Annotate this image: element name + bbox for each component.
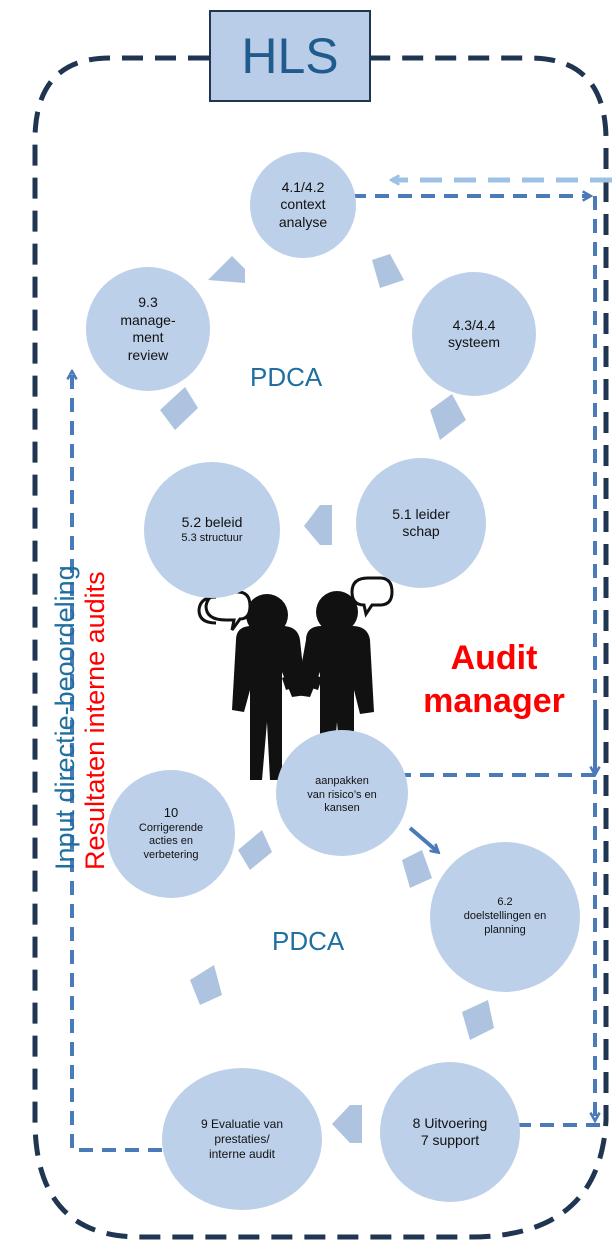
- node-context-analyse: 4.1/4.2 context analyse: [250, 152, 356, 258]
- cycle-arrow: [238, 830, 272, 870]
- cycle-arrow: [160, 387, 198, 430]
- node-line: doelstellingen en: [463, 910, 547, 923]
- cycle-arrow: [402, 850, 432, 888]
- pdca-label-bottom: PDCA: [272, 926, 345, 956]
- node-line: kansen: [324, 802, 360, 815]
- flow-left-loop: [72, 372, 162, 1152]
- two-people-talking-icon: [197, 576, 394, 780]
- node-line: 10: [163, 805, 179, 821]
- flow-risico-down: [408, 826, 438, 852]
- node-uitvoering: 8 Uitvoering 7 support: [380, 1062, 520, 1202]
- node-line: 5.3 structuur: [181, 531, 243, 544]
- node-line: 9 Evaluatie van: [200, 1116, 284, 1131]
- node-line: manage-: [120, 311, 176, 328]
- node-line: 4.1/4.2: [281, 178, 325, 195]
- side-label-input: Input directie-beoordeling: [50, 565, 80, 870]
- audit-line: Audit: [450, 639, 538, 677]
- node-line: acties en: [148, 835, 194, 848]
- node-management-review: 9.3 manage- ment review: [86, 267, 210, 391]
- cycle-arrow: [372, 254, 404, 288]
- node-line: aanpakken: [315, 774, 369, 787]
- audit-manager-label: Audit manager: [404, 637, 584, 722]
- hls-frame: [32, 55, 609, 1240]
- node-line: Corrigerende: [138, 821, 204, 834]
- node-corrigerende: 10 Corrigerende acties en verbetering: [107, 770, 235, 898]
- node-leiderschap: 5.1 leider schap: [356, 458, 486, 588]
- node-line: 5.1 leider: [392, 505, 450, 522]
- pdca-label-top: PDCA: [250, 362, 323, 392]
- node-line: context: [280, 196, 326, 213]
- node-beleid: 5.2 beleid 5.3 structuur: [144, 462, 280, 598]
- node-evaluatie: 9 Evaluatie van prestaties/ interne audi…: [162, 1068, 322, 1210]
- cycle-arrow: [304, 505, 332, 545]
- cycle-arrow: [208, 256, 245, 283]
- cycle-arrow: [332, 1105, 362, 1143]
- node-line: planning: [484, 923, 526, 936]
- node-line: 9.3: [138, 294, 158, 310]
- node-line: 8 Uitvoering: [412, 1114, 488, 1131]
- node-line: ment: [132, 329, 164, 345]
- node-line: van risico’s en: [307, 788, 377, 801]
- node-systeem: 4.3/4.4 systeem: [412, 272, 536, 396]
- node-line: interne audit: [208, 1146, 276, 1161]
- node-line: schap: [402, 523, 440, 539]
- node-line: 5.2 beleid: [181, 514, 243, 531]
- node-line: analyse: [278, 213, 328, 230]
- node-line: 4.3/4.4: [452, 316, 496, 333]
- cycle-arrow: [430, 394, 466, 440]
- node-line: systeem: [447, 334, 501, 350]
- node-line: verbetering: [143, 849, 199, 861]
- node-line: prestaties/: [214, 1131, 270, 1146]
- node-line: 6.2: [497, 896, 513, 909]
- cycle-arrow: [462, 1000, 494, 1040]
- cycle-arrow: [190, 965, 222, 1005]
- node-line: 7 support: [420, 1132, 480, 1148]
- node-risico-kansen: aanpakken van risico’s en kansen: [276, 730, 408, 856]
- cycle-arrows: [160, 254, 494, 1143]
- node-doelstellingen: 6.2 doelstellingen en planning: [430, 842, 580, 992]
- side-label-results: Resultaten interne audits: [80, 571, 110, 870]
- node-line: review: [127, 346, 169, 363]
- audit-line: manager: [423, 681, 565, 720]
- hls-title: HLS: [209, 10, 371, 102]
